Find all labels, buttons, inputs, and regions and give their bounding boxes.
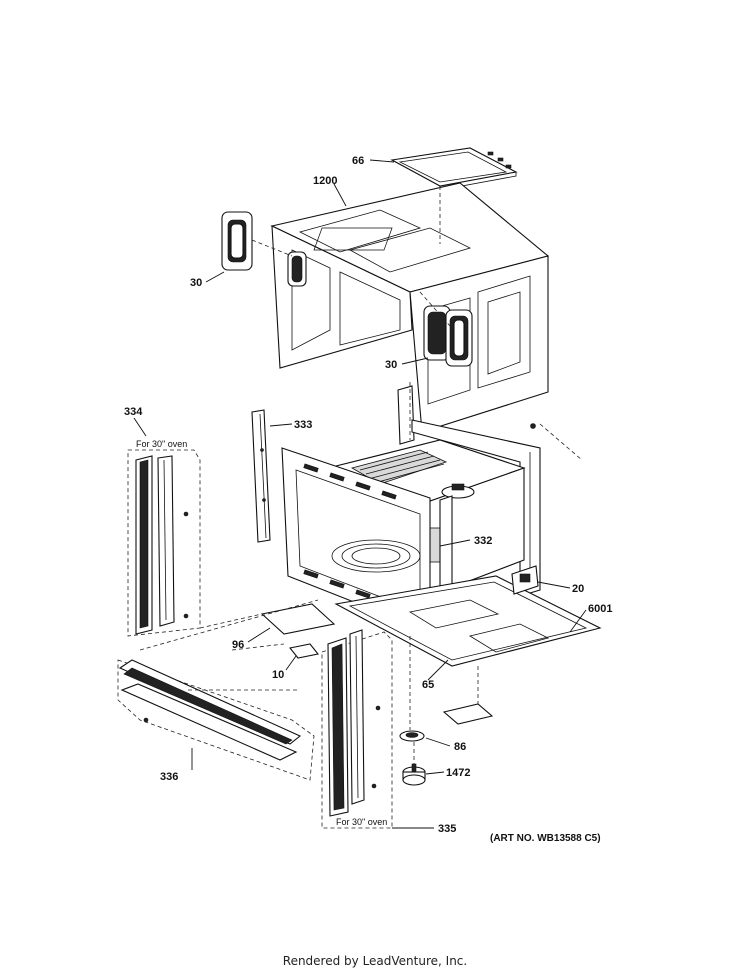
callout-labels: 66 1200 30 30 334 333 332 20 6001 96 10 … [124,155,612,835]
callout-6001: 6001 [588,603,612,615]
callout-333: 333 [294,419,312,431]
callout-334: 334 [124,406,143,418]
part-1200-cabinet [270,182,550,433]
callout-30-right: 30 [385,359,397,371]
note-30-oven-right: For 30" oven [336,817,387,827]
art-number: (ART NO. WB13588 C5) [490,833,601,844]
callout-1472: 1472 [446,767,470,779]
part-1472-motor [402,763,426,786]
callout-10: 10 [272,669,284,681]
part-30-gasket-left [221,211,253,271]
part-335-trim-kit [321,629,393,829]
assembly-guide-lines [139,186,583,766]
vent-grid-lines [359,451,445,483]
part-96-plate [260,603,336,635]
callout-1200: 1200 [313,175,337,187]
part-86-stirrer [399,703,494,742]
leader-lines [133,159,587,829]
callout-96: 96 [232,639,244,651]
callout-66: 66 [352,155,364,167]
callout-86: 86 [454,741,466,753]
part-6001-bottom-tray [334,575,602,667]
part-333-side-rail [251,409,271,543]
callout-30-left: 30 [190,277,202,289]
callout-65: 65 [422,679,434,691]
callout-332: 332 [474,535,492,547]
callout-336: 336 [160,771,178,783]
part-66-vent-cover [390,147,518,191]
part-334-trim-kit [127,449,201,637]
callout-20: 20 [572,583,584,595]
part-10-label [289,643,319,659]
part-20-bracket [511,565,539,595]
part-30-gasket-right [423,305,473,367]
callout-335: 335 [438,823,456,835]
note-30-oven-left: For 30" oven [136,439,187,449]
part-336-bottom-trim [117,659,315,781]
footer-credit: Rendered by LeadVenture, Inc. [283,954,467,968]
